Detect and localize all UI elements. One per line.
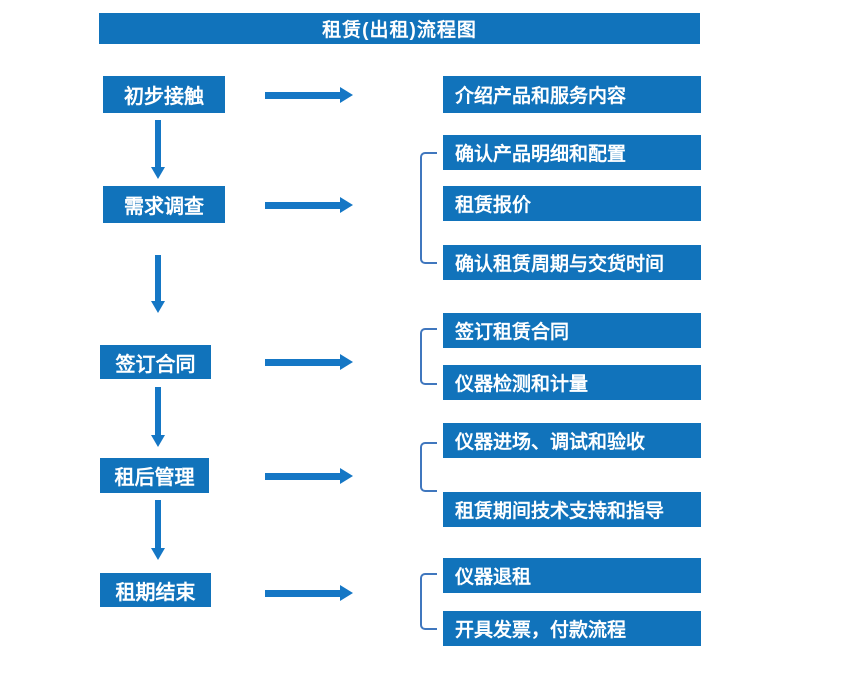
- output-box-confirm-period-delivery: 确认租赁周期与交货时间: [443, 245, 701, 280]
- output-box-rental-quote: 租赁报价: [443, 186, 701, 221]
- arrow-shaft: [155, 387, 161, 435]
- stage-box-initial-contact: 初步接触: [103, 76, 225, 113]
- arrow-shaft: [155, 255, 161, 301]
- right-arrow-1: [265, 87, 353, 103]
- group-bracket-rental-end: [420, 573, 437, 630]
- right-arrow-3: [265, 354, 353, 370]
- arrow-head-icon: [340, 197, 353, 213]
- output-box-instrument-setup: 仪器进场、调试和验收: [443, 423, 701, 458]
- arrow-shaft: [265, 201, 340, 209]
- arrow-head-icon: [340, 87, 353, 103]
- right-arrow-5: [265, 585, 353, 601]
- output-box-invoice-payment: 开具发票，付款流程: [443, 611, 701, 646]
- arrow-shaft: [265, 358, 340, 366]
- flowchart-title: 租赁(出租)流程图: [99, 13, 700, 44]
- stage-box-demand-survey: 需求调查: [103, 186, 225, 223]
- output-box-confirm-product-details: 确认产品明细和配置: [443, 135, 701, 170]
- output-box-introduce-products: 介绍产品和服务内容: [443, 76, 701, 113]
- arrow-head-icon: [151, 435, 165, 447]
- output-box-instrument-return: 仪器退租: [443, 558, 701, 593]
- arrow-head-icon: [151, 548, 165, 560]
- arrow-shaft: [155, 500, 161, 548]
- group-bracket-sign-contract: [420, 328, 437, 385]
- stage-box-sign-contract: 签订合同: [100, 345, 211, 379]
- down-arrow-3: [151, 387, 165, 447]
- arrow-head-icon: [151, 167, 165, 179]
- arrow-head-icon: [340, 468, 353, 484]
- group-bracket-post-rental: [420, 442, 437, 492]
- arrow-head-icon: [340, 354, 353, 370]
- arrow-shaft: [265, 91, 340, 99]
- output-box-tech-support: 租赁期间技术支持和指导: [443, 492, 701, 527]
- arrow-shaft: [265, 589, 340, 597]
- down-arrow-4: [151, 500, 165, 560]
- arrow-head-icon: [151, 301, 165, 313]
- arrow-head-icon: [340, 585, 353, 601]
- stage-box-rental-end: 租期结束: [100, 573, 211, 607]
- stage-box-post-rental-management: 租后管理: [100, 458, 209, 493]
- right-arrow-4: [265, 468, 353, 484]
- arrow-shaft: [265, 472, 340, 480]
- output-box-instrument-testing: 仪器检测和计量: [443, 365, 701, 400]
- arrow-shaft: [155, 120, 161, 167]
- down-arrow-2: [151, 255, 165, 313]
- group-bracket-demand-survey: [420, 152, 437, 264]
- output-box-sign-rental-contract: 签订租赁合同: [443, 313, 701, 348]
- right-arrow-2: [265, 197, 353, 213]
- down-arrow-1: [151, 120, 165, 179]
